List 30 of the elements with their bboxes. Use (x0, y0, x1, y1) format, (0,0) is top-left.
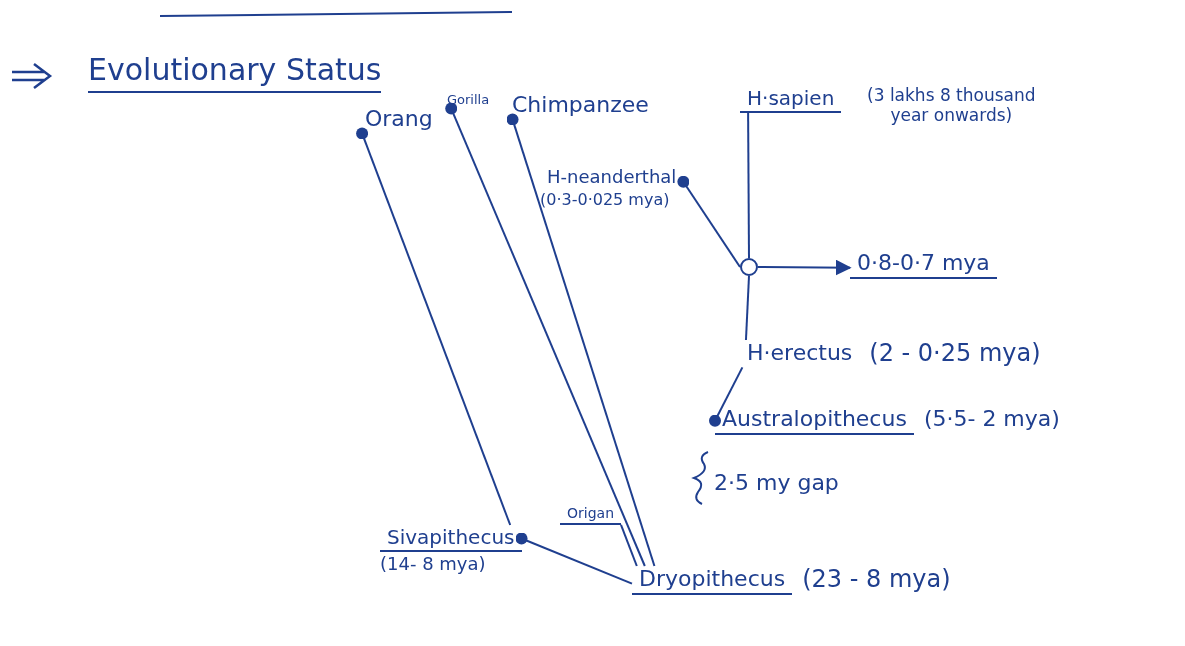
species-label: 0·8-0·7 mya (850, 250, 997, 280)
species-label: H-neanderthal (540, 166, 684, 189)
time-range: (2 - 0·25 mya) (869, 340, 1041, 368)
species-label: Origan (560, 505, 621, 525)
branch-line (709, 366, 744, 427)
branch-line (757, 259, 852, 276)
species-label: Chimpanzee (505, 92, 656, 120)
species-label: Orang (358, 106, 440, 134)
species-label: Dryopithecus (632, 566, 793, 596)
species-label: H·sapien (740, 86, 842, 113)
branch-line (620, 523, 638, 567)
species-label: Gorilla (440, 92, 497, 109)
time-range: (14- 8 mya) (380, 554, 486, 575)
branch-line (747, 112, 750, 259)
time-range: (0·3-0·025 mya) (540, 190, 670, 209)
species-label: Australopithecus (715, 406, 914, 436)
branch-line (515, 532, 633, 585)
time-range: (23 - 8 mya) (802, 566, 951, 594)
branch-line (506, 113, 656, 567)
branch-line (356, 127, 512, 526)
species-label: H·erectus (740, 340, 860, 368)
time-range: (3 lakhs 8 thousand year onwards) (866, 86, 1037, 126)
branch-line (445, 102, 646, 567)
gap-note: 2·5 my gap (714, 470, 839, 495)
diagram-title: Evolutionary Status (88, 52, 382, 93)
branch-line (744, 275, 750, 341)
time-range: (5·5- 2 mya) (923, 406, 1060, 432)
species-label: Sivapithecus (380, 525, 522, 552)
junction-circle (740, 258, 758, 276)
branch-line (677, 175, 741, 268)
